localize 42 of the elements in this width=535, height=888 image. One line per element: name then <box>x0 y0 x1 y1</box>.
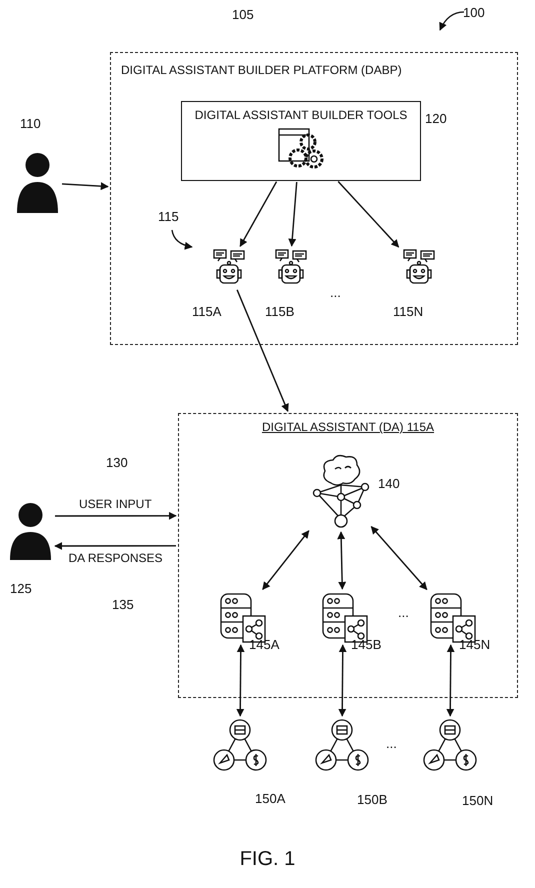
dashed-frame <box>178 413 518 698</box>
reference-numeral: 150N <box>462 794 494 808</box>
reference-numeral: 130 <box>106 456 128 470</box>
arrow <box>55 512 177 520</box>
arrow <box>54 542 176 550</box>
arrow <box>236 644 245 717</box>
arrow <box>240 181 278 247</box>
process-box <box>181 101 421 181</box>
ellipsis: ... <box>386 737 397 751</box>
arrow <box>262 530 310 590</box>
arrow <box>236 290 289 412</box>
reference-numeral: 115B <box>265 305 294 319</box>
reference-numeral: 115 <box>158 210 179 224</box>
arrow <box>370 526 428 590</box>
ellipsis: ... <box>330 286 341 300</box>
box-title: DIGITAL ASSISTANT (DA) 115A <box>260 420 436 434</box>
reference-numeral: 140 <box>378 477 400 491</box>
reference-numeral: 110 <box>20 117 41 131</box>
reference-numeral: 105 <box>232 8 254 22</box>
reference-numeral: 120 <box>425 112 447 126</box>
ellipsis: ... <box>398 606 409 620</box>
reference-numeral: 115A <box>192 305 222 319</box>
reference-numeral: 115N <box>393 305 424 319</box>
reference-numeral: 100 <box>463 6 485 20</box>
box-title: DIGITAL ASSISTANT BUILDER PLATFORM (DABP) <box>121 63 402 77</box>
arrow <box>446 644 455 717</box>
arrow <box>337 531 346 590</box>
edge-label: USER INPUT <box>77 496 154 511</box>
arrow <box>338 644 347 717</box>
reference-numeral: 135 <box>112 598 134 612</box>
edge-label: DA RESPONSES <box>66 550 165 565</box>
caption: FIG. 1 <box>238 848 296 870</box>
arrow <box>62 182 109 190</box>
arrow <box>288 182 298 247</box>
reference-numeral: 150A <box>255 792 286 806</box>
reference-numeral: 150B <box>357 793 388 807</box>
reference-numeral: 125 <box>10 582 32 596</box>
person-icon <box>15 150 60 215</box>
arrow <box>338 181 400 248</box>
dashed-frame <box>110 52 518 345</box>
person-icon <box>8 500 53 562</box>
box-title: DIGITAL ASSISTANT BUILDER TOOLS <box>194 108 408 122</box>
